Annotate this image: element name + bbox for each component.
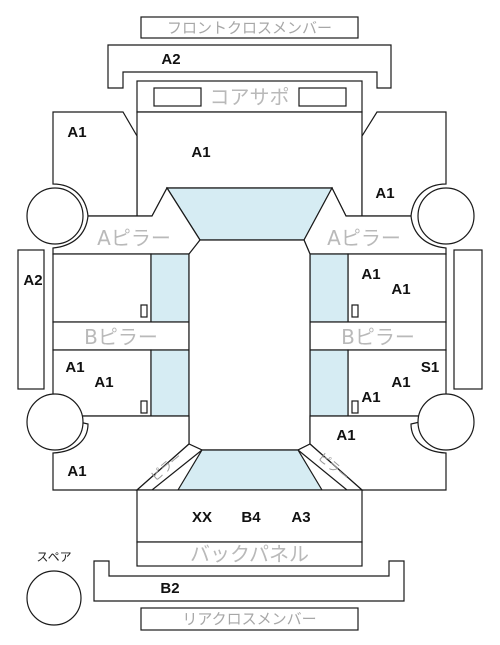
front-right-wheel[interactable] [417,187,475,245]
front-right-fender[interactable] [361,111,447,217]
front-right-door[interactable] [347,253,447,323]
b-pillar-right-label: Bピラー [341,325,415,349]
front-right-fender-grade: A1 [375,185,394,202]
a-pillar-right[interactable] [303,186,447,255]
b-pillar-left-label: Bピラー [84,325,158,349]
a-pillar-left[interactable] [52,186,201,255]
b-pillar-left[interactable] [52,321,190,351]
front-left-door[interactable] [52,253,152,323]
rear-left-door-handle [140,400,148,414]
trunk-grade-a3: A3 [291,509,310,526]
rear-right-door-grade-s: S1 [421,359,439,376]
hood-grade: A1 [191,144,210,161]
rear-right-door-handle [351,400,359,414]
rear-left-quarter-grade: A1 [67,463,86,480]
rear-cross-member[interactable] [140,607,359,631]
left-rocker-panel[interactable] [17,249,45,390]
spare-tire[interactable] [26,570,82,626]
core-support-right-window [298,87,347,107]
roof[interactable] [188,239,311,451]
rear-left-door-grade-2: A1 [94,374,113,391]
rear-window[interactable] [176,449,324,491]
front-right-door-grade-2: A1 [391,281,410,298]
rear-right-wheel[interactable] [417,393,475,451]
rear-right-door-grade-1: A1 [391,374,410,391]
front-right-window[interactable] [309,253,349,323]
front-left-fender-grade: A1 [67,124,86,141]
rear-left-wheel[interactable] [26,393,84,451]
trunk-grade-b4: B4 [241,509,261,526]
a-pillar-left-label: Aピラー [97,226,171,250]
front-cross-member[interactable] [140,16,359,39]
front-cross-member-label: フロントクロスメンバー [167,19,332,37]
back-panel[interactable] [136,541,363,567]
rear-left-window[interactable] [150,349,190,417]
rear-right-quarter-grade: A1 [336,427,355,444]
front-bumper-grade: A2 [161,51,180,68]
spare-label: スペア [36,550,71,564]
front-bumper[interactable] [107,44,392,89]
b-pillar-right[interactable] [309,321,447,351]
front-left-window[interactable] [150,253,190,323]
front-left-fender[interactable] [52,111,138,217]
trunk-grade-xx: XX [192,509,212,526]
front-right-door-grade-1: A1 [361,266,380,283]
rear-cross-member-label: リアクロスメンバー [182,610,316,628]
left-rocker-grade: A2 [23,272,42,289]
core-support-left-window [153,87,202,107]
front-left-door-handle [140,304,148,318]
trunk[interactable] [136,489,363,543]
rear-bumper-grade: B2 [160,580,179,597]
right-rocker-panel[interactable] [453,249,483,390]
rear-bumper[interactable] [93,560,405,602]
a-pillar-right-label: Aピラー [327,226,401,250]
rear-right-window[interactable] [309,349,349,417]
rear-left-door-grade-1: A1 [65,359,84,376]
back-panel-label: バックパネル [190,542,309,566]
core-support-label: コアサポ [210,85,290,109]
front-left-wheel[interactable] [26,187,84,245]
rear-right-door-grade-2: A1 [361,389,380,406]
front-right-door-handle [351,304,359,318]
